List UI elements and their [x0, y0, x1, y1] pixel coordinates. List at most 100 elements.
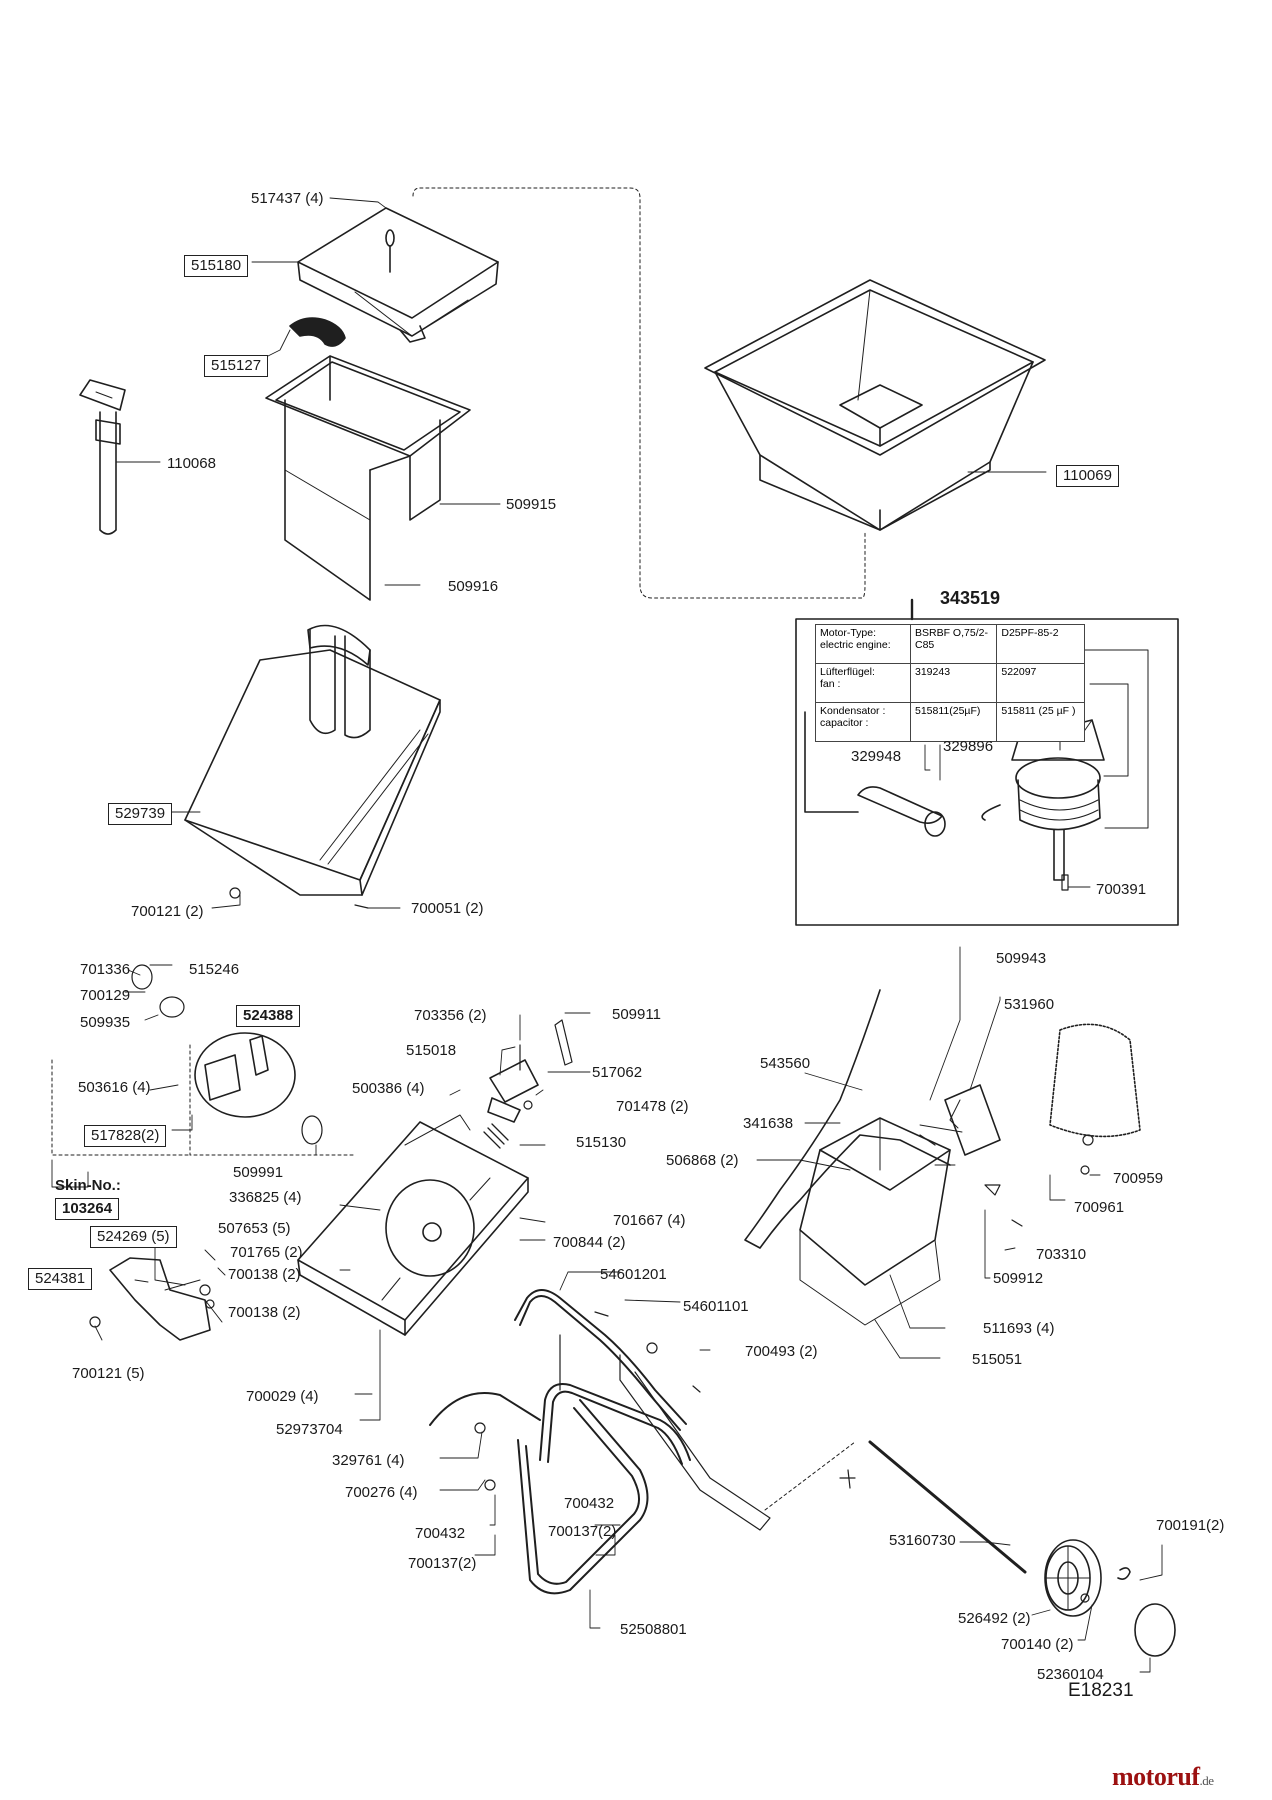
part-label: 52360104	[1037, 1666, 1104, 1683]
motor-spec-cell-v1: 319243	[909, 663, 998, 703]
part-label: 517062	[592, 1064, 643, 1081]
part-label: 701667 (4)	[613, 1212, 686, 1229]
gasket-shape	[289, 317, 346, 347]
part-label: 700121 (5)	[72, 1365, 145, 1382]
motor-kit-part-number: 343519	[940, 588, 1001, 608]
part-label: 110068	[167, 455, 216, 472]
motor-spec-table: Motor-Type: electric engine:BSRBF O,75/2…	[815, 624, 1085, 742]
part-label: 701478 (2)	[616, 1098, 689, 1115]
part-label: 700138 (2)	[228, 1304, 301, 1321]
rotor-disc-drawing	[51, 1032, 356, 1156]
switch-box-drawing	[799, 1084, 1001, 1326]
part-label: 531960	[1004, 996, 1055, 1013]
part-label: 515127	[204, 355, 269, 377]
part-label: 503616 (4)	[78, 1079, 151, 1096]
drawing-number: E18231	[1068, 1680, 1134, 1701]
motor-spec-cell-v2: 515811 (25 µF )	[996, 702, 1085, 742]
part-label: 110069	[1056, 465, 1119, 487]
part-label: 52973704	[276, 1421, 343, 1438]
motor-spec-cell-v1: BSRBF O,75/2- C85	[909, 624, 998, 664]
brand-watermark: motoruf.de	[1112, 1762, 1214, 1792]
part-label: 703310	[1036, 1246, 1087, 1263]
part-label: 509935	[80, 1014, 131, 1031]
part-label: 515246	[189, 961, 240, 978]
part-label: 700276 (4)	[345, 1484, 418, 1501]
motor-kit-frame	[795, 618, 1179, 926]
part-label: 507653 (5)	[218, 1220, 291, 1237]
part-label: 701336	[80, 961, 131, 978]
part-label: 700432	[415, 1525, 466, 1542]
part-label: 700432	[564, 1495, 615, 1512]
part-label: 329948	[851, 748, 902, 765]
part-label: 700959	[1113, 1170, 1164, 1187]
part-label: 700029 (4)	[246, 1388, 319, 1405]
part-label: 329896	[943, 738, 994, 755]
dashed-link	[412, 187, 866, 599]
part-label: 700138 (2)	[228, 1266, 301, 1283]
part-label: 336825 (4)	[229, 1189, 302, 1206]
part-label: 500386 (4)	[352, 1080, 425, 1097]
brand-tld: .de	[1199, 1773, 1214, 1788]
part-label: 509912	[993, 1270, 1044, 1287]
part-label: 524269 (5)	[90, 1226, 177, 1248]
part-label: 517437 (4)	[251, 190, 324, 207]
part-label: Skin-No.:	[55, 1177, 121, 1194]
chute-drawing	[265, 355, 471, 601]
part-label: 524381	[28, 1268, 93, 1290]
part-label: 701765 (2)	[230, 1244, 303, 1261]
capacitor-drawing	[804, 711, 946, 837]
part-label: 515180	[184, 255, 249, 277]
part-label: 341638	[743, 1115, 794, 1132]
bracket-drawing	[109, 1257, 223, 1341]
part-label: 54601101	[683, 1298, 749, 1315]
part-label: 700137(2)	[548, 1523, 617, 1540]
pusher-drawing	[79, 379, 126, 535]
part-label: 526492 (2)	[958, 1610, 1031, 1627]
part-label: 524388	[236, 1005, 301, 1027]
part-label: 700140 (2)	[1001, 1636, 1074, 1653]
motor-spec-cell-label: Motor-Type: electric engine:	[815, 624, 911, 664]
part-label: 700129	[80, 987, 131, 1004]
part-label: 529739	[108, 803, 173, 825]
motor-spec-cell-v2: 522097	[996, 663, 1085, 703]
part-label: 509943	[996, 950, 1047, 967]
cable-drawing	[744, 989, 951, 1249]
cable-coil	[1049, 1023, 1141, 1138]
part-label: 703356 (2)	[414, 1007, 487, 1024]
part-label: 517828(2)	[84, 1125, 167, 1147]
motor-spec-row: Motor-Type: electric engine:BSRBF O,75/2…	[815, 624, 1085, 664]
part-label: 515130	[576, 1134, 627, 1151]
part-label: 53160730	[889, 1532, 956, 1549]
part-label: 506868 (2)	[666, 1152, 739, 1169]
motor-spec-cell-v1: 515811(25µF)	[909, 702, 998, 742]
frame-plate-drawing	[297, 1114, 529, 1336]
part-label: 52508801	[620, 1621, 687, 1638]
part-label: 700391	[1096, 881, 1147, 898]
handle-drawing	[514, 1289, 771, 1531]
part-label: 103264	[55, 1198, 120, 1220]
part-label: 543560	[760, 1055, 811, 1072]
hopper-drawing	[704, 279, 1046, 531]
part-label: 515018	[406, 1042, 457, 1059]
motor-spec-row: Kondensator : capacitor :515811(25µF)515…	[815, 702, 1085, 742]
funnel-drawing	[297, 207, 499, 343]
part-label: 700493 (2)	[745, 1343, 818, 1360]
blade-drawing	[489, 1059, 539, 1103]
wheel-axle-drawing	[764, 1440, 1176, 1657]
part-label: 700137(2)	[408, 1555, 477, 1572]
housing-drawing	[184, 624, 441, 896]
motor-spec-cell-label: Kondensator : capacitor :	[815, 702, 911, 742]
part-label: 700961	[1074, 1199, 1125, 1216]
fasteners	[89, 874, 1094, 1603]
part-label: 515051	[972, 1351, 1023, 1368]
motor-spec-cell-label: Lüfterflügel: fan :	[815, 663, 911, 703]
brand-name: motoruf	[1112, 1762, 1200, 1791]
part-label: 54601201	[600, 1266, 667, 1283]
part-label: 509911	[612, 1006, 661, 1023]
part-label: 509916	[448, 578, 499, 595]
leader-lines	[51, 197, 1163, 1673]
spring-drawing	[483, 1123, 509, 1149]
